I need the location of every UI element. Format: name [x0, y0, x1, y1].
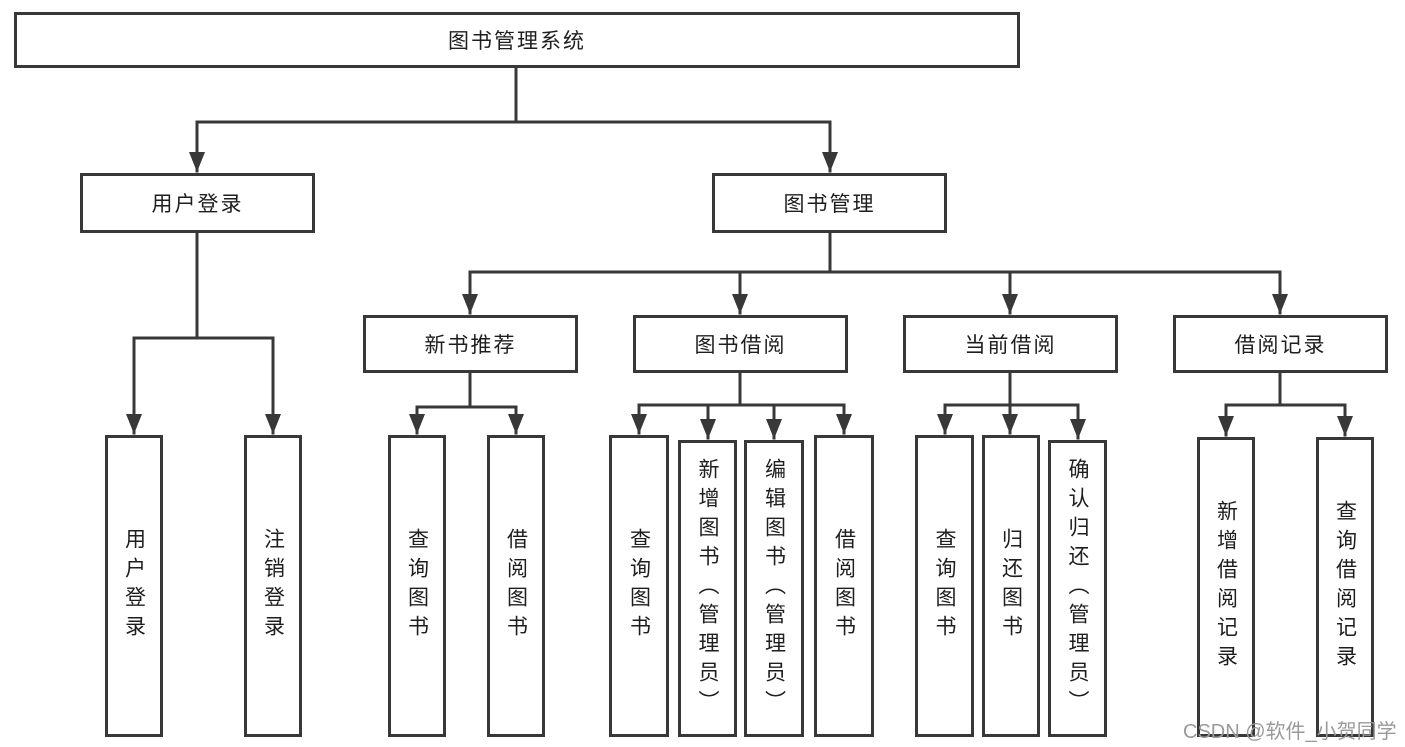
- node-user-login: 用户登录: [80, 173, 315, 233]
- node-label: 用户登录: [122, 528, 146, 644]
- node-label: 确认归还（管理员）: [1066, 458, 1089, 719]
- leaf-user-login: 用户登录: [105, 435, 163, 737]
- node-current-borrowing: 当前借阅: [903, 315, 1118, 373]
- leaf-cb-return-books: 归还图书: [982, 435, 1040, 737]
- node-new-book-recommendation: 新书推荐: [363, 315, 578, 373]
- node-label: 新增借阅记录: [1214, 500, 1238, 674]
- node-book-borrowing: 图书借阅: [633, 315, 848, 373]
- node-label: 注销登录: [261, 528, 285, 644]
- leaf-nbr-borrow-books: 借阅图书: [487, 435, 545, 737]
- leaf-nbr-query-books: 查询图书: [388, 435, 446, 737]
- node-book-management: 图书管理: [712, 173, 947, 233]
- node-label: 查询图书: [627, 528, 651, 644]
- leaf-bb-edit-books-admin: 编辑图书（管理员）: [744, 440, 804, 737]
- node-label: 新书推荐: [424, 334, 517, 357]
- node-label: 查询图书: [405, 528, 429, 644]
- node-label: 查询图书: [933, 528, 956, 644]
- leaf-cb-query-books: 查询图书: [915, 435, 974, 737]
- leaf-bb-borrow-books: 借阅图书: [814, 435, 874, 737]
- node-label: 归还图书: [999, 528, 1023, 644]
- node-label: 当前借阅: [964, 334, 1057, 357]
- node-borrowing-records: 借阅记录: [1173, 315, 1388, 373]
- node-label: 新增图书（管理员）: [696, 458, 719, 719]
- node-label: 借阅记录: [1234, 334, 1327, 357]
- csdn-watermark: CSDN @软件_小贺同学: [1183, 721, 1397, 743]
- leaf-br-add-record: 新增借阅记录: [1197, 437, 1255, 737]
- leaf-br-query-record: 查询借阅记录: [1316, 437, 1374, 737]
- leaf-logout: 注销登录: [244, 435, 302, 737]
- leaf-bb-add-books-admin: 新增图书（管理员）: [678, 440, 737, 737]
- node-label: 借阅图书: [832, 528, 856, 644]
- leaf-cb-confirm-return-admin: 确认归还（管理员）: [1048, 440, 1107, 737]
- node-label: 查询借阅记录: [1333, 500, 1357, 674]
- node-label: 编辑图书（管理员）: [762, 458, 786, 719]
- node-label: 图书管理: [783, 193, 876, 216]
- node-label: 用户登录: [151, 193, 244, 216]
- leaf-bb-query-books: 查询图书: [609, 435, 669, 737]
- node-label: 借阅图书: [504, 528, 528, 644]
- node-label: 图书借阅: [694, 334, 787, 357]
- node-library-management-system: 图书管理系统: [14, 12, 1020, 68]
- node-label: 图书管理系统: [448, 30, 586, 53]
